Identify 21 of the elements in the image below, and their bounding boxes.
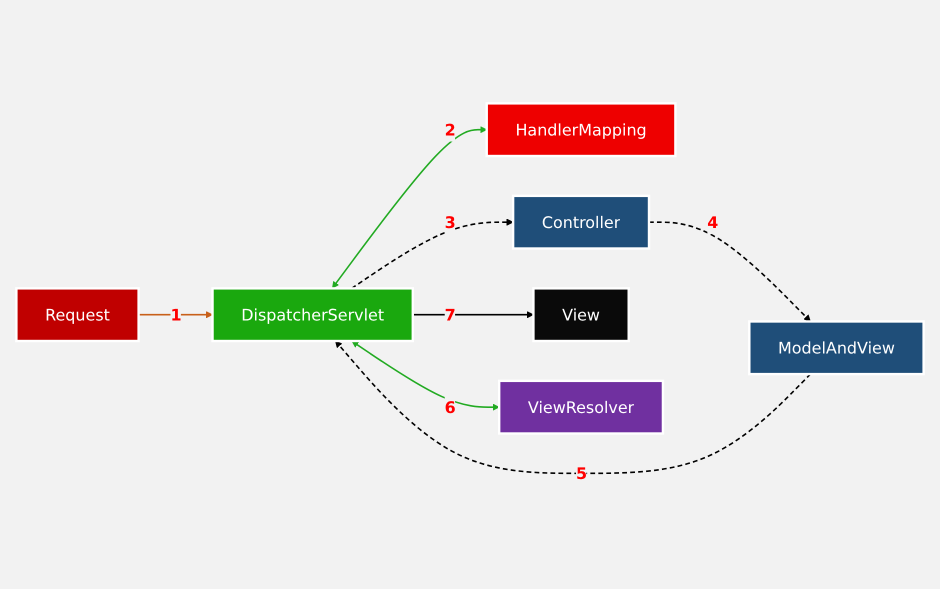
node-box: DispatcherServlet (211, 287, 414, 342)
node-box: ViewResolver (498, 380, 664, 435)
arrow (138, 311, 213, 318)
edge-label: 4 (707, 212, 718, 232)
node-box: View (532, 287, 630, 342)
node-box: ModelAndView (748, 320, 925, 376)
edge-label: 5 (576, 464, 588, 484)
node-box: HandlerMapping (486, 102, 677, 158)
arrow (649, 222, 811, 322)
node-box: Controller (512, 194, 650, 250)
arrow (332, 126, 488, 289)
arrow (351, 218, 514, 290)
edge-label: 2 (444, 120, 456, 140)
edge-label: 6 (444, 398, 456, 417)
arrow (335, 340, 812, 474)
edge-label: 7 (444, 305, 456, 324)
edge-label: 1 (170, 305, 182, 324)
arrow (412, 311, 534, 318)
node-box: Request (15, 287, 140, 342)
edge-label: 3 (444, 212, 456, 232)
arrow (352, 341, 500, 411)
